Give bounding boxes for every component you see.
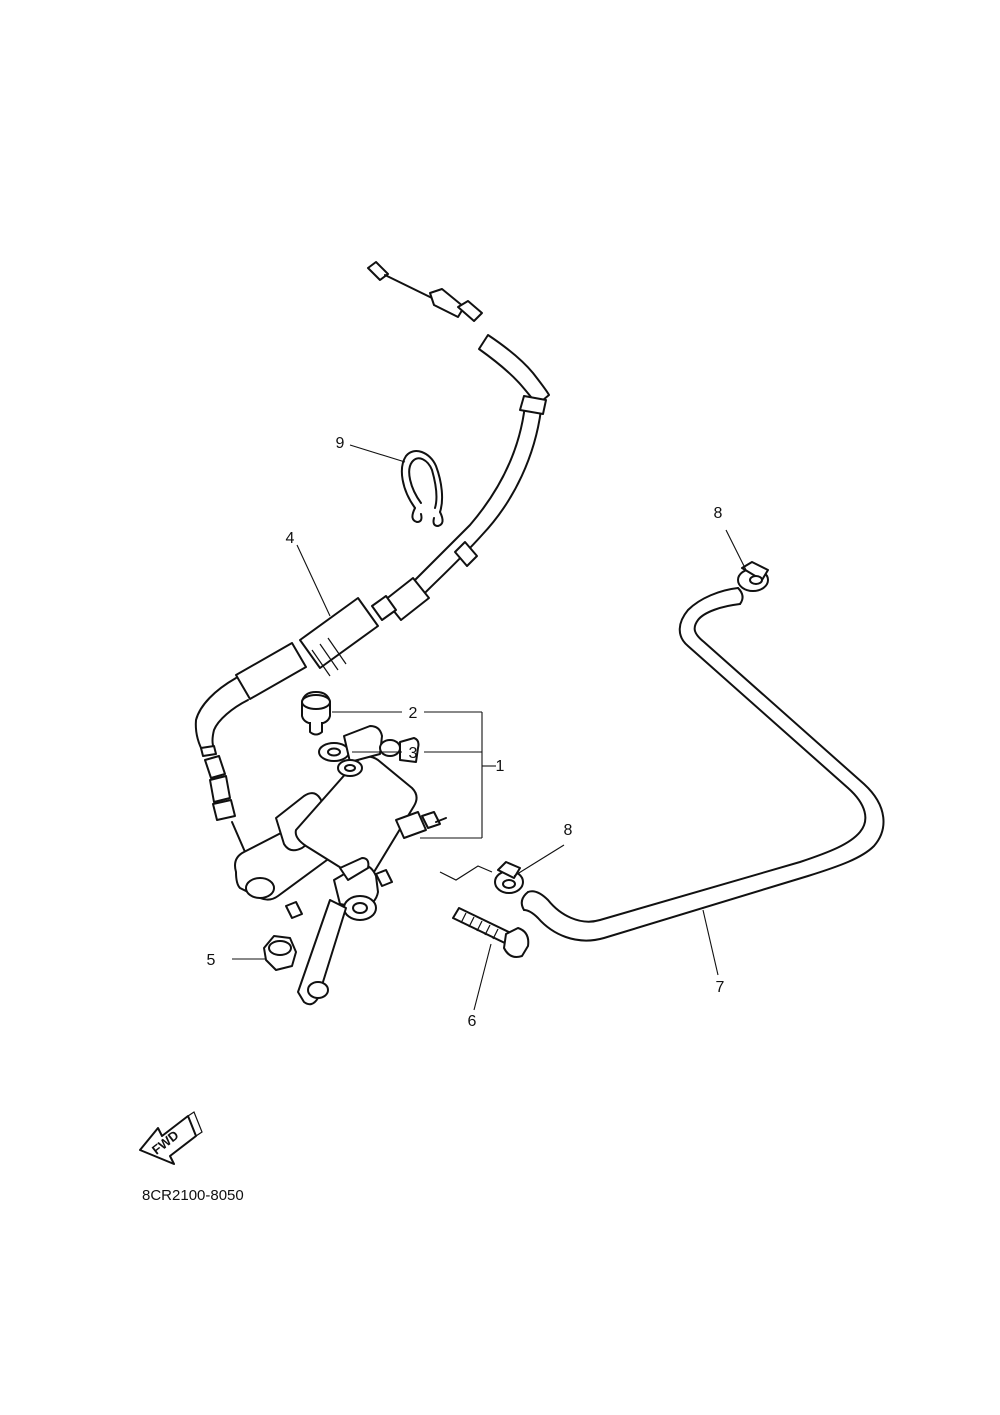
cable-clip-part-9: [400, 450, 444, 527]
callout-7: 7: [716, 979, 725, 996]
callout-2: 2: [409, 705, 418, 722]
bolt-part-2: [301, 691, 331, 736]
connector-line: [439, 865, 493, 881]
bolt-part-6: [452, 907, 530, 958]
fwd-arrow-icon: FWD: [139, 1111, 203, 1165]
callout-3: 3: [409, 745, 418, 762]
callout-5: 5: [207, 952, 216, 969]
callout-1: 1: [496, 758, 505, 775]
hose-part-7: [520, 587, 885, 942]
callout-8-lower: 8: [564, 822, 573, 839]
washer-part-3: [318, 742, 350, 762]
oil-pump-part-1: [234, 725, 447, 1006]
diagram-code: 8CR2100-8050: [142, 1187, 244, 1204]
callout-6: 6: [468, 1013, 477, 1030]
callout-4: 4: [286, 530, 295, 547]
hose-clip-part-8-lower: [494, 861, 524, 894]
callout-9: 9: [336, 435, 345, 452]
leader-lines: [232, 444, 747, 1011]
nut-part-5: [263, 935, 297, 971]
hose-clip-part-8-upper: [737, 561, 769, 592]
cable-part-4: [194, 261, 550, 869]
callout-8-upper: 8: [714, 505, 723, 522]
